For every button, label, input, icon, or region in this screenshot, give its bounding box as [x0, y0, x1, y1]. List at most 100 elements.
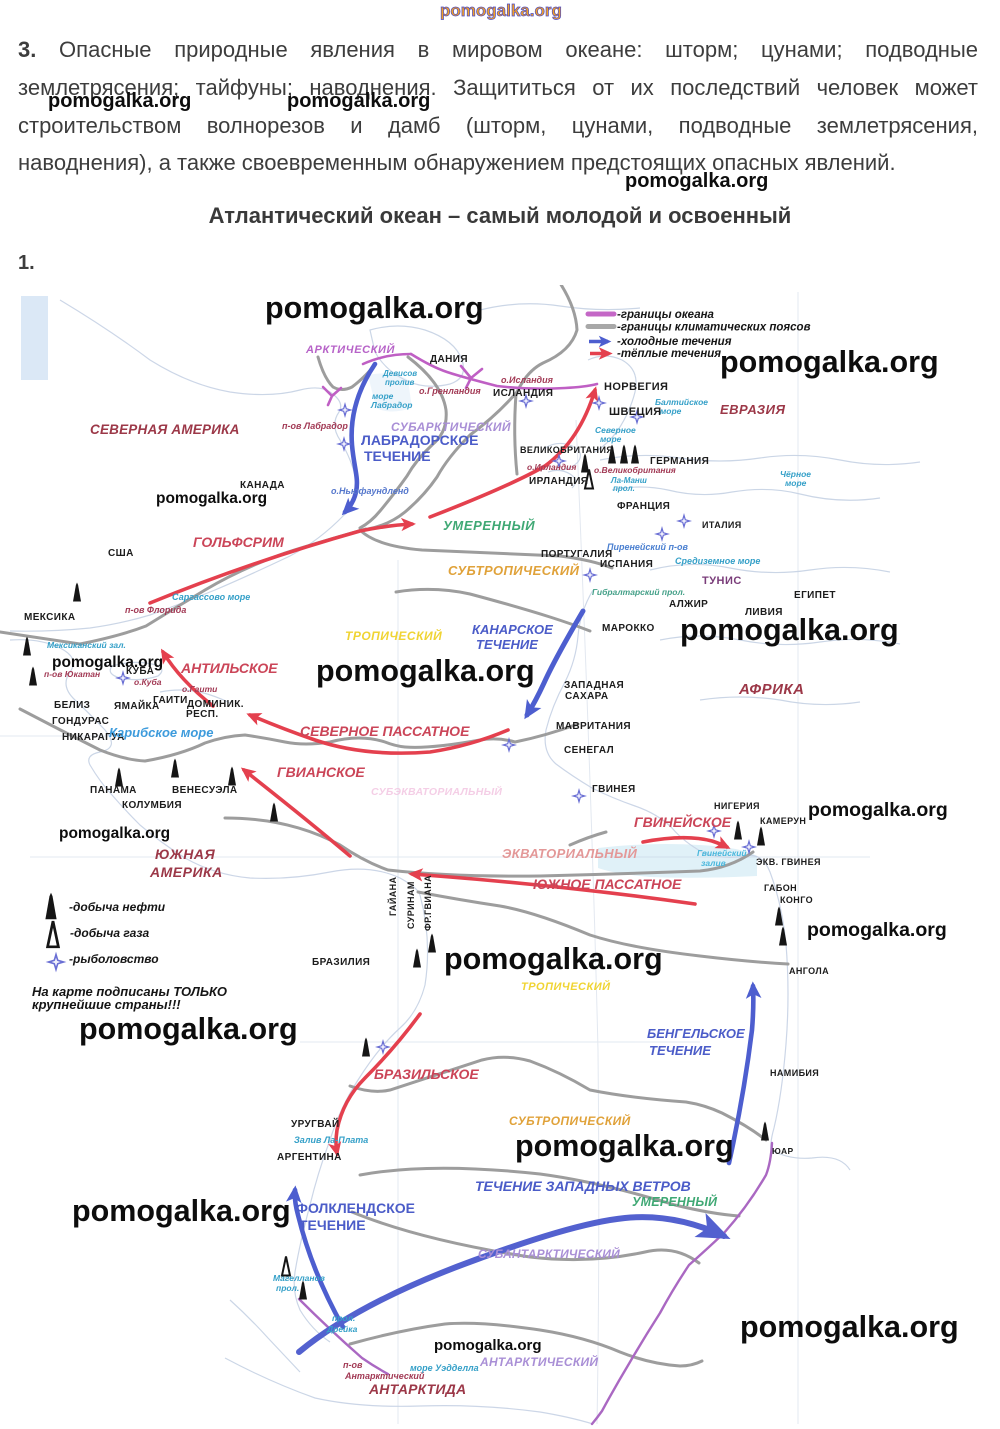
svg-text:п-ов Юкатан: п-ов Юкатан — [44, 669, 100, 679]
svg-text:АМЕРИКА: АМЕРИКА — [149, 864, 223, 880]
svg-text:ФРАНЦИЯ: ФРАНЦИЯ — [617, 501, 670, 512]
svg-text:Залив Ла-Плата: Залив Ла-Плата — [294, 1135, 368, 1145]
svg-text:Саргассово море: Саргассово море — [172, 592, 250, 602]
svg-text:НИГЕРИЯ: НИГЕРИЯ — [714, 801, 760, 811]
svg-text:залив: залив — [701, 858, 726, 868]
svg-text:pomogalka.org: pomogalka.org — [265, 291, 484, 325]
svg-text:море: море — [785, 478, 807, 488]
svg-text:КАНАДА: КАНАДА — [240, 480, 285, 491]
svg-text:ТЕЧЕНИЕ: ТЕЧЕНИЕ — [299, 1217, 366, 1233]
svg-text:о.Исландия: о.Исландия — [501, 375, 554, 385]
svg-text:ЛИВИЯ: ЛИВИЯ — [745, 607, 783, 618]
svg-text:pomogalka.org: pomogalka.org — [72, 1194, 291, 1228]
svg-text:Мексиканский зал.: Мексиканский зал. — [47, 640, 126, 650]
svg-text:-границы океана: -границы океана — [617, 309, 715, 321]
svg-text:п-ов Лабрадор: п-ов Лабрадор — [282, 421, 348, 431]
svg-text:Чёрное: Чёрное — [780, 469, 811, 479]
svg-text:ПАНАМА: ПАНАМА — [90, 785, 137, 796]
svg-text:pomogalka.org: pomogalka.org — [720, 345, 939, 379]
svg-text:ГОЛЬФСРИМ: ГОЛЬФСРИМ — [193, 534, 284, 550]
svg-text:о.Гаити: о.Гаити — [182, 684, 218, 694]
svg-text:ГАЙАНА: ГАЙАНА — [387, 876, 398, 916]
svg-text:pomogalka.org: pomogalka.org — [52, 654, 163, 671]
svg-text:СУБТРОПИЧЕСКИЙ: СУБТРОПИЧЕСКИЙ — [509, 1112, 631, 1128]
svg-text:УМЕРЕННЫЙ: УМЕРЕННЫЙ — [632, 1193, 718, 1209]
svg-text:СУБТРОПИЧЕСКИЙ: СУБТРОПИЧЕСКИЙ — [448, 562, 580, 578]
svg-text:Балтийское: Балтийское — [655, 397, 708, 407]
svg-text:БРАЗИЛИЯ: БРАЗИЛИЯ — [312, 957, 370, 968]
svg-text:ЕГИПЕТ: ЕГИПЕТ — [794, 590, 836, 601]
svg-text:Ла-Манш: Ла-Манш — [610, 476, 647, 485]
svg-text:БЕНГЕЛЬСКОЕ: БЕНГЕЛЬСКОЕ — [647, 1026, 745, 1041]
svg-text:На карте подписаны ТОЛЬКО: На карте подписаны ТОЛЬКО — [32, 984, 227, 999]
svg-text:Магелланов: Магелланов — [273, 1273, 325, 1283]
svg-text:pomogalka.org: pomogalka.org — [79, 1012, 298, 1046]
svg-text:pomogalka.org: pomogalka.org — [740, 1310, 959, 1344]
svg-text:прол.: прол. — [613, 484, 635, 493]
svg-text:о.Гренландия: о.Гренландия — [419, 386, 481, 396]
svg-text:УРУГВАЙ: УРУГВАЙ — [291, 1117, 340, 1130]
svg-text:pomogalka.org: pomogalka.org — [680, 613, 899, 647]
svg-text:море Уэдделла: море Уэдделла — [410, 1363, 479, 1373]
svg-text:БЕЛИЗ: БЕЛИЗ — [54, 700, 90, 711]
svg-text:море: море — [660, 406, 682, 416]
svg-text:ТРОПИЧЕСКИЙ: ТРОПИЧЕСКИЙ — [521, 980, 611, 993]
svg-text:ЗАПАДНАЯ: ЗАПАДНАЯ — [564, 680, 624, 691]
svg-text:КУБА: КУБА — [126, 666, 154, 677]
svg-text:pomogalka.org: pomogalka.org — [515, 1129, 734, 1163]
svg-text:ГЕРМАНИЯ: ГЕРМАНИЯ — [650, 456, 709, 467]
svg-text:США: США — [108, 548, 134, 559]
svg-text:ИТАЛИЯ: ИТАЛИЯ — [702, 520, 742, 530]
svg-text:ГОНДУРАС: ГОНДУРАС — [52, 716, 109, 727]
svg-text:ТУНИС: ТУНИС — [702, 575, 742, 587]
svg-text:УМЕРЕННЫЙ: УМЕРЕННЫЙ — [443, 517, 535, 533]
svg-text:ШВЕЦИЯ: ШВЕЦИЯ — [609, 406, 662, 418]
svg-text:ЛАБРАДОРСКОЕ: ЛАБРАДОРСКОЕ — [361, 432, 478, 448]
svg-text:АНГОЛА: АНГОЛА — [789, 966, 829, 976]
svg-text:КАНАРСКОЕ: КАНАРСКОЕ — [472, 622, 553, 637]
svg-text:КОЛУМБИЯ: КОЛУМБИЯ — [122, 800, 182, 811]
svg-text:о.Великобритания: о.Великобритания — [594, 465, 676, 475]
svg-text:pomogalka.org: pomogalka.org — [807, 919, 947, 941]
svg-text:ГАБОН: ГАБОН — [764, 883, 797, 893]
svg-text:ФР.ГВИАНА: ФР.ГВИАНА — [423, 875, 433, 931]
svg-text:Средиземное море: Средиземное море — [675, 556, 760, 566]
svg-text:-добыча нефти: -добыча нефти — [69, 900, 166, 914]
svg-text:ЮЖНОЕ ПАССАТНОЕ: ЮЖНОЕ ПАССАТНОЕ — [533, 876, 682, 892]
svg-text:ЭКВ. ГВИНЕЯ: ЭКВ. ГВИНЕЯ — [756, 857, 821, 867]
svg-text:pomogalka.org: pomogalka.org — [808, 799, 948, 821]
svg-text:pomogalka.org: pomogalka.org — [59, 825, 170, 842]
svg-text:СУБАРКТИЧЕСКИЙ: СУБАРКТИЧЕСКИЙ — [391, 418, 511, 434]
svg-text:-холодные течения: -холодные течения — [617, 336, 732, 348]
svg-text:АРГЕНТИНА: АРГЕНТИНА — [277, 1152, 342, 1163]
svg-text:ВЕЛИКОБРИТАНИЯ: ВЕЛИКОБРИТАНИЯ — [520, 445, 613, 455]
svg-text:море: море — [372, 391, 394, 401]
svg-text:ИСПАНИЯ: ИСПАНИЯ — [600, 559, 653, 570]
svg-text:МАРОККО: МАРОККО — [602, 623, 655, 634]
svg-text:pomogalka.org: pomogalka.org — [316, 654, 535, 688]
svg-text:САХАРА: САХАРА — [565, 691, 609, 702]
svg-text:АНТАРКТИЧЕСКИЙ: АНТАРКТИЧЕСКИЙ — [479, 1353, 598, 1369]
svg-text:море: море — [600, 434, 622, 444]
svg-text:о.Ньюфаундленд: о.Ньюфаундленд — [331, 486, 409, 496]
svg-text:ЕВРАЗИЯ: ЕВРАЗИЯ — [720, 402, 786, 417]
svg-text:РЕСП.: РЕСП. — [186, 709, 219, 720]
svg-text:ЭКВАТОРИАЛЬНЫЙ: ЭКВАТОРИАЛЬНЫЙ — [502, 845, 637, 861]
svg-text:ЯМАЙКА: ЯМАЙКА — [114, 699, 160, 712]
svg-text:Гвинейский: Гвинейский — [697, 848, 747, 858]
svg-text:-рыболовство: -рыболовство — [69, 952, 159, 966]
svg-text:ТЕЧЕНИЕ: ТЕЧЕНИЕ — [476, 637, 538, 652]
svg-text:ГВИНЕЯ: ГВИНЕЯ — [592, 784, 636, 795]
svg-text:-тёплые течения: -тёплые течения — [617, 348, 721, 360]
svg-text:НАМИБИЯ: НАМИБИЯ — [770, 1068, 819, 1078]
svg-text:КАМЕРУН: КАМЕРУН — [760, 816, 806, 826]
svg-text:СУБАНТАРКТИЧЕСКИЙ: СУБАНТАРКТИЧЕСКИЙ — [478, 1245, 620, 1261]
svg-text:КОНГО: КОНГО — [780, 895, 813, 905]
svg-text:ДОМИНИК.: ДОМИНИК. — [187, 699, 244, 710]
svg-text:Девисов: Девисов — [382, 369, 417, 378]
svg-text:-добыча газа: -добыча газа — [70, 926, 149, 940]
svg-text:СУБЭКВАТОРИАЛЬНЫЙ: СУБЭКВАТОРИАЛЬНЫЙ — [371, 785, 502, 798]
svg-text:ГВИАНСКОЕ: ГВИАНСКОЕ — [277, 764, 365, 780]
svg-text:ЮЖНАЯ: ЮЖНАЯ — [155, 846, 215, 862]
svg-text:pomogalka.org: pomogalka.org — [434, 1337, 542, 1354]
